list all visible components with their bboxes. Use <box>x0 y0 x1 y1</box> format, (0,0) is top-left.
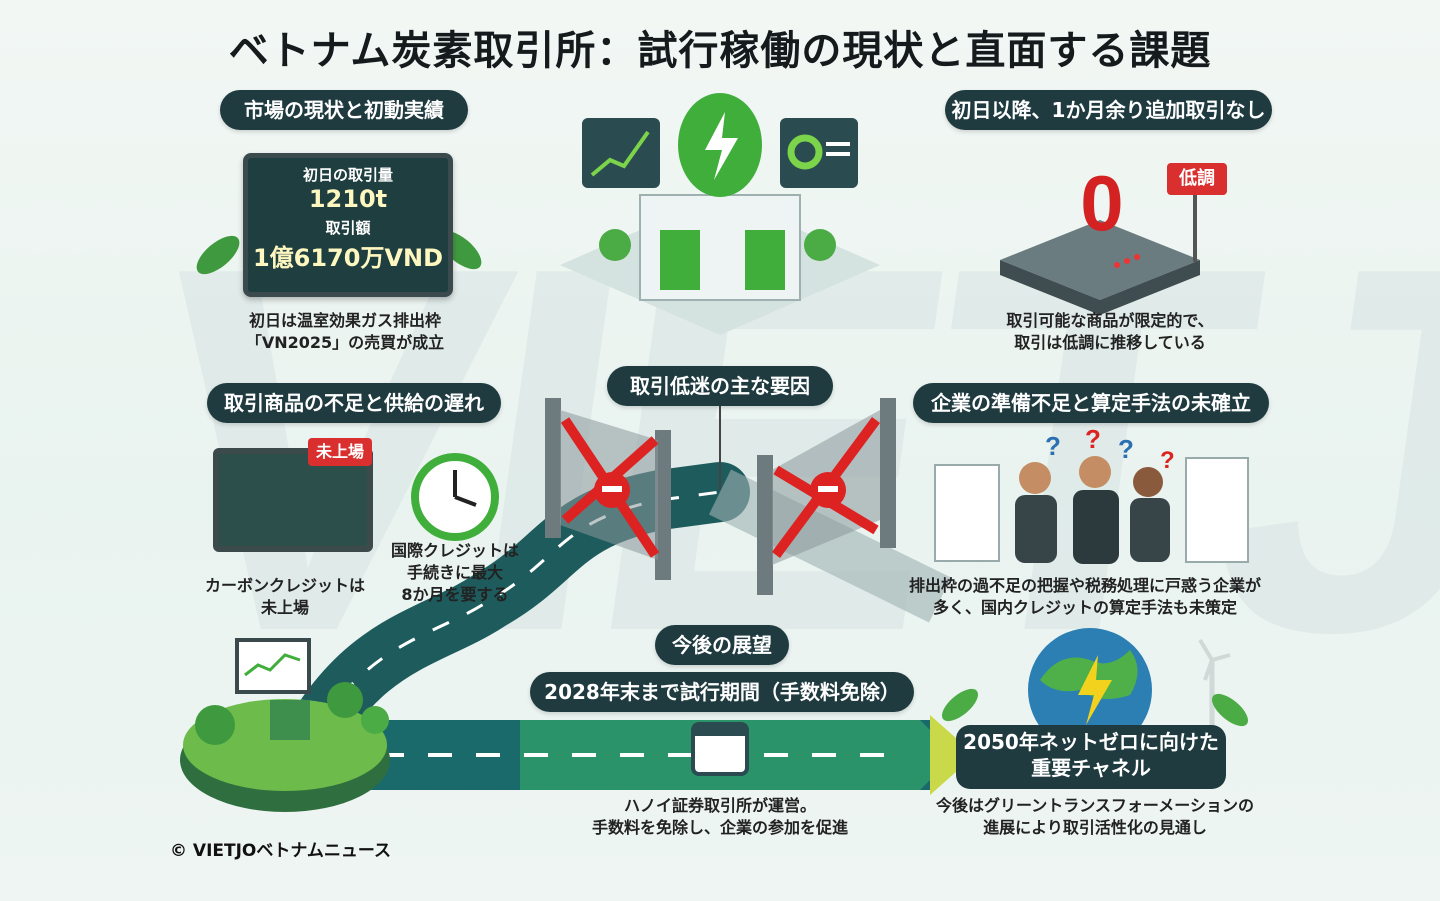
market-caption-line: 「VN2025」の売買が成立 <box>245 333 445 352</box>
tree <box>327 682 363 718</box>
page-title: ベトナム炭素取引所：試行稼働の現状と直面する課題 <box>228 28 1212 74</box>
no-trades-caption: 取引可能な商品が限定的で、 取引は低調に推移している <box>985 310 1235 354</box>
market-caption: 初日は温室効果ガス排出枠 「VN2025」の売買が成立 <box>220 310 470 354</box>
chart-up-icon <box>582 118 660 188</box>
shortage-caption-line: 未上場 <box>260 598 309 617</box>
copyright: © VIETJOベトナムニュース <box>170 841 392 861</box>
question-icon: ? <box>1118 434 1134 464</box>
question-icon: ? <box>1160 447 1175 474</box>
road-back <box>708 469 952 623</box>
outlook-caption-line: ハノイ証券取引所が運営。 <box>623 796 816 815</box>
outlook-caption: ハノイ証券取引所が運営。 手数料を免除し、企業の参加を促進 <box>570 795 870 839</box>
first-day-volume-label: 初日の取引量 <box>302 166 393 184</box>
no-trades-heading: 初日以降、1か月余り追加取引なし <box>945 90 1272 130</box>
goal-line: 重要チャネル <box>1031 756 1151 780</box>
tree <box>195 705 235 745</box>
trade-amount-label: 取引額 <box>325 219 371 237</box>
market-caption-line: 初日は温室効果ガス排出枠 <box>248 311 441 330</box>
goal-caption-line: 今後はグリーントランスフォーメーションの <box>936 796 1254 815</box>
unlisted-badge: 未上場 <box>308 438 372 466</box>
shortage-caption-line: 国際クレジットは <box>390 541 519 560</box>
small-building-icon <box>270 700 310 740</box>
shortage-caption-left: カーボンクレジットは 未上場 <box>180 575 390 619</box>
preparation-heading: 企業の準備不足と算定手法の未確立 <box>913 383 1269 423</box>
outlook-caption-line: 手数料を免除し、企業の参加を促進 <box>591 818 848 837</box>
goal-caption-line: 進展により取引活性化の見通し <box>983 818 1207 837</box>
market-heading: 市場の現状と初動実績 <box>220 90 468 130</box>
shortage-heading: 取引商品の不足と供給の遅れ <box>207 383 501 423</box>
question-icon: ? <box>1085 424 1101 454</box>
preparation-caption: 排出枠の過不足の把握や税務処理に戸惑う企業が 多く、国内クレジットの算定手法も未… <box>895 575 1275 619</box>
outlook-heading: 今後の展望 <box>655 625 789 665</box>
causes-heading: 取引低迷の主な要因 <box>607 366 833 406</box>
trial-period-label: 2028年末まで試行期間（手数料免除） <box>530 672 914 712</box>
gate-icon <box>545 398 671 580</box>
no-trades-caption-line: 取引は低調に推移している <box>1014 333 1206 352</box>
shortage-caption-line: 手続きに最大 <box>406 563 503 582</box>
gate-icon <box>757 398 896 595</box>
preparation-caption-line: 多く、国内クレジットの算定手法も未策定 <box>932 598 1237 617</box>
zero-counter: 0 <box>1080 159 1124 247</box>
low-badge: 低調 <box>1167 163 1227 195</box>
netzero-goal-box: 2050年ネットゼロに向けた 重要チャネル <box>956 725 1226 789</box>
preparation-caption-line: 排出枠の過不足の把握や税務処理に戸惑う企業が <box>908 576 1261 595</box>
document-stack-icon <box>934 457 1249 563</box>
shortage-caption-right: 国際クレジットは 手続きに最大 8か月を要する <box>370 540 540 606</box>
goal-line: 2050年ネットゼロに向けた <box>963 730 1219 754</box>
no-trades-caption-line: 取引可能な商品が限定的で、 <box>1006 311 1214 330</box>
shortage-caption-line: カーボンクレジットは <box>204 576 365 595</box>
goal-caption: 今後はグリーントランスフォーメーションの 進展により取引活性化の見通し <box>910 795 1280 839</box>
first-day-volume-value: 1210t <box>308 185 388 213</box>
stats-monitor: 初日の取引量 1210t 取引額 1億6170万VND <box>243 153 453 297</box>
people-group <box>1015 456 1170 564</box>
arrow-head <box>930 715 975 795</box>
tree <box>361 706 389 734</box>
trade-amount-value: 1億6170万VND <box>252 244 444 272</box>
shortage-caption-line: 8か月を要する <box>401 585 509 604</box>
question-icon: ? <box>1045 431 1061 461</box>
